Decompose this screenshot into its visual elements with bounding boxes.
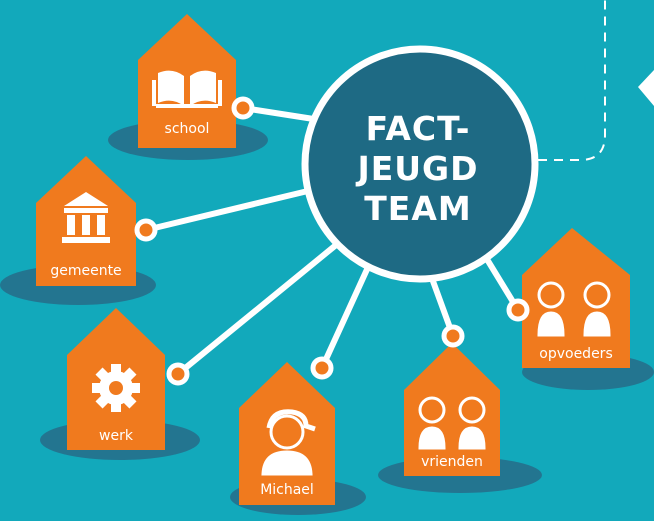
connections <box>143 105 521 377</box>
central-node: FACT- JEUGD TEAM <box>301 45 539 283</box>
parents-icon <box>537 281 611 337</box>
center-line-1: FACT- <box>366 109 471 148</box>
house-shape <box>138 14 236 148</box>
house-label: Michael <box>260 482 314 498</box>
center-line-2: JEUGD <box>355 149 478 188</box>
connector-node <box>310 356 334 380</box>
dashed-connector <box>538 0 606 161</box>
connector-node <box>506 298 530 322</box>
connector-gemeente <box>143 187 315 233</box>
house-michael: Michael <box>230 356 366 515</box>
boy-with-cap-icon <box>261 409 316 476</box>
center-line-3: TEAM <box>364 189 471 228</box>
connector-node <box>166 362 190 386</box>
connector-node <box>441 324 465 348</box>
house-werk: werk <box>40 308 200 460</box>
house-gemeente: gemeente <box>0 156 158 305</box>
house-label: school <box>165 121 210 137</box>
house-label: werk <box>99 428 134 444</box>
book-icon <box>152 70 222 108</box>
town-hall-icon <box>62 192 110 243</box>
two-friends-icon <box>418 396 486 450</box>
house-opvoeders: opvoeders <box>506 228 654 390</box>
central-circle <box>301 45 539 283</box>
connector-werk <box>175 242 339 377</box>
house-label: vrienden <box>421 454 483 470</box>
connector-node <box>231 96 255 120</box>
house-vrienden: vrienden <box>378 324 542 493</box>
gear-icon <box>92 364 140 412</box>
partial-speech-bubble <box>638 70 654 106</box>
connector-school <box>240 105 323 123</box>
house-school: school <box>108 14 268 160</box>
connector-node <box>134 218 158 242</box>
house-label: gemeente <box>50 263 121 279</box>
connector-michael <box>319 262 372 371</box>
house-label: opvoeders <box>539 346 612 362</box>
